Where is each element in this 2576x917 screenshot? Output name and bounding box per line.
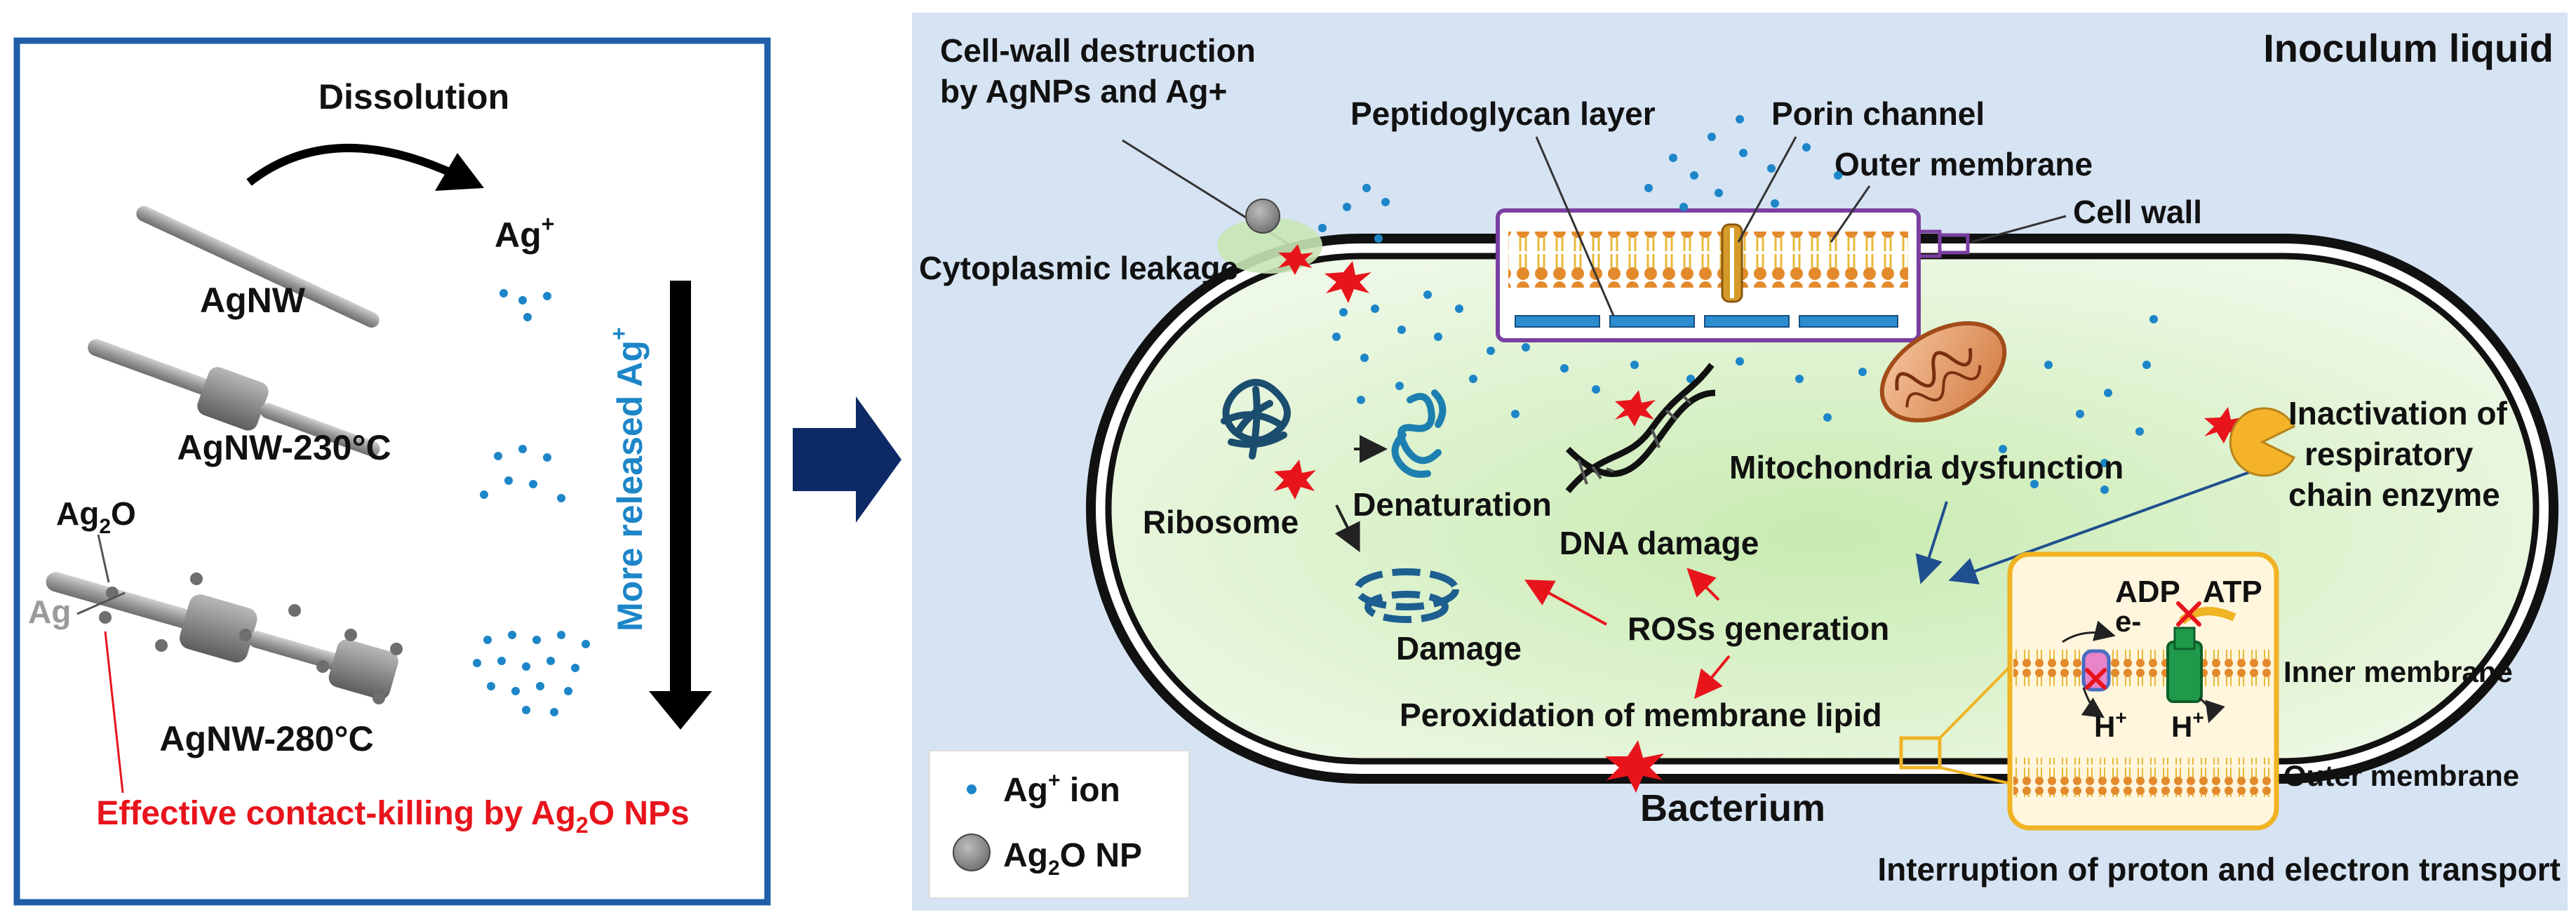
legend-ag-ion-label: Ag+ ion xyxy=(1003,769,1120,809)
peroxidation-label: Peroxidation of membrane lipid xyxy=(1400,697,1882,733)
legend-ag-ion-icon xyxy=(967,784,977,794)
ribosome-icon xyxy=(1221,379,1291,460)
agnw-280-label: AgNW-280°C xyxy=(159,719,373,758)
dissolution-arrowhead xyxy=(435,153,484,191)
mitochondria-label: Mitochondria dysfunction xyxy=(1729,449,2124,486)
inset-source-marker xyxy=(1899,736,1942,770)
cell-wall-pointer xyxy=(1971,215,2067,243)
ribosome-to-damage-arrow xyxy=(1334,504,1360,553)
inset-outer-membrane xyxy=(2013,758,2273,797)
proton-label-b: H+ xyxy=(2171,707,2204,743)
dissolution-label: Dissolution xyxy=(318,77,509,116)
proton-label-a: H+ xyxy=(2094,707,2127,743)
transition-arrow xyxy=(793,396,901,523)
legend-ag2o-np-label: Ag2O NP xyxy=(1003,837,1142,880)
ion-dots-agnw xyxy=(499,289,551,321)
denatured-protein-icon xyxy=(1391,389,1447,478)
agnw-wire xyxy=(136,206,380,328)
membrane-lipid-bilayer xyxy=(1508,232,1908,288)
dna-damage-label: DNA damage xyxy=(1559,525,1759,561)
electron-carrier-protein xyxy=(2081,649,2111,692)
left-panel: Dissolution Ag+ AgNW AgNW-230°C xyxy=(13,37,771,906)
ag2o-label: Ag2O xyxy=(56,495,136,538)
ag2o-np-on-wall xyxy=(1245,199,1280,234)
denaturation-label: Denaturation xyxy=(1353,486,1552,523)
ion-dots-agnw-280 xyxy=(473,631,590,716)
more-released-arrow-shaft xyxy=(670,281,691,695)
agnw-230-wire xyxy=(88,339,380,457)
left-panel-frame xyxy=(13,37,771,906)
peptidoglycan-segments xyxy=(1515,315,1898,328)
agnw-230-label: AgNW-230°C xyxy=(177,428,391,467)
ros-to-lipid-arrow xyxy=(1693,655,1731,700)
cytoplasmic-leakage-label: Cytoplasmic leakage xyxy=(919,250,1238,286)
atp-synthase-icon xyxy=(2166,627,2203,703)
peptidoglycan-label: Peptidoglycan layer xyxy=(1350,95,1656,132)
inset-connector-a xyxy=(1938,655,2022,739)
bacterium-label: Bacterium xyxy=(1640,787,1825,829)
outer-membrane-bottom-label: Outer membrane xyxy=(2283,759,2519,792)
ribosome-label: Ribosome xyxy=(1143,504,1299,540)
more-released-label: More released Ag+ xyxy=(606,327,650,631)
zoom-source-marker xyxy=(1938,233,1970,255)
mitochondria-arrow xyxy=(1915,501,1948,584)
legend-ag2o-np-icon xyxy=(953,834,991,871)
ros-to-dna-arrow xyxy=(1686,568,1720,601)
cell-wall-label: Cell wall xyxy=(2073,194,2202,230)
legend-box xyxy=(929,750,1190,899)
peptidoglycan-pointer xyxy=(1535,136,1615,316)
outer-membrane-top-label: Outer membrane xyxy=(1834,146,2093,182)
ag-ions-right xyxy=(1318,115,2158,494)
inset-inner-membrane xyxy=(2013,649,2273,688)
blocked-x-icons xyxy=(2085,601,2201,690)
porin-pointer xyxy=(1737,136,1797,243)
mitochondria-icon xyxy=(1879,321,2007,423)
agnw-label: AgNW xyxy=(200,281,306,320)
ros-label: ROSs generation xyxy=(1628,610,1889,647)
interruption-label: Interruption of proton and electron tran… xyxy=(1877,851,2561,888)
dissolution-arrow xyxy=(246,143,451,186)
outer-membrane-pointer xyxy=(1830,185,1871,243)
adp-label: ADP xyxy=(2115,575,2180,609)
effective-contact-killing: Effective contact-killing by Ag2O NPs xyxy=(96,795,690,838)
proton-arrow-a xyxy=(2081,687,2105,718)
ag2o-pointer xyxy=(97,534,110,583)
more-released-arrowhead xyxy=(649,691,712,730)
damaged-ring-icon xyxy=(1354,568,1459,623)
porin-label: Porin channel xyxy=(1771,95,1985,132)
inoculum-label: Inoculum liquid xyxy=(2263,26,2554,70)
proton-arrow-b xyxy=(2199,697,2225,723)
contact-killing-pointer xyxy=(104,631,124,794)
ag-pointer xyxy=(76,591,126,615)
agnw-280-wire xyxy=(46,572,398,700)
inset-connector-b xyxy=(1939,766,2021,787)
ros-to-damage-arrow xyxy=(1524,580,1607,626)
atp-label: ATP xyxy=(2203,575,2262,609)
electron-arrow xyxy=(2062,620,2116,643)
electron-label: e- xyxy=(2115,605,2141,638)
inner-membrane-label: Inner membrane xyxy=(2283,655,2513,688)
respiratory-enzyme-icon xyxy=(2229,407,2296,477)
ag-plus-label: Ag+ xyxy=(495,211,554,255)
dna-icon xyxy=(1565,363,1716,493)
enzyme-arrow xyxy=(1948,469,2256,584)
ag-label: Ag xyxy=(28,594,71,630)
damage-label: Damage xyxy=(1396,630,1522,667)
ion-dots-agnw-230 xyxy=(480,445,565,502)
